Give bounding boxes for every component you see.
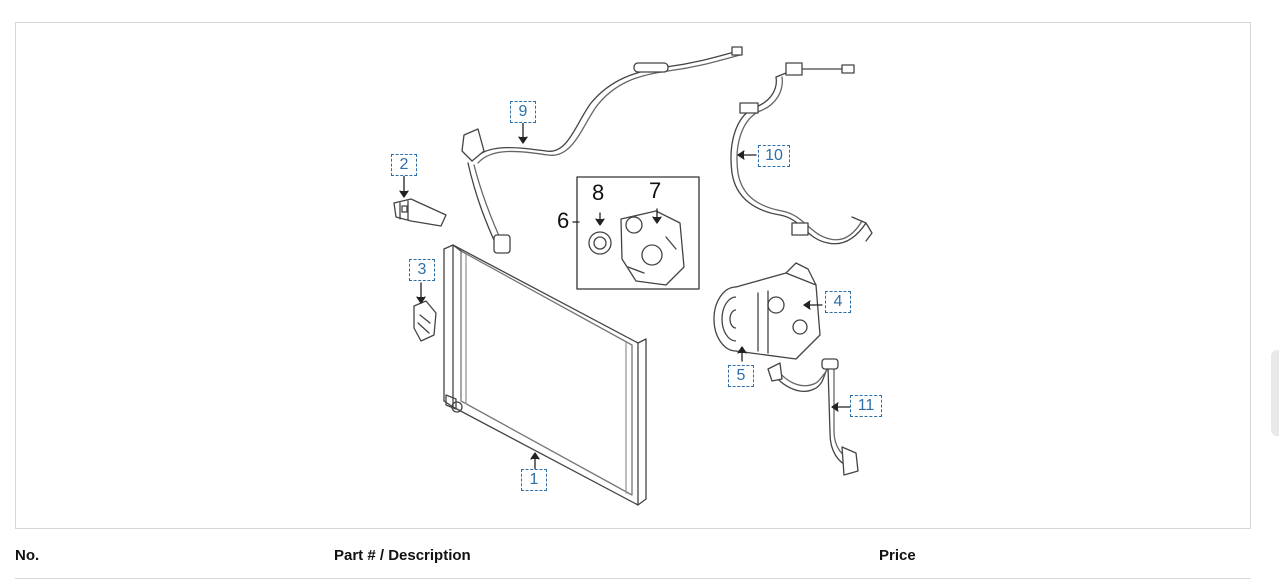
callout-2[interactable]: 2 — [391, 154, 417, 176]
bracket-2-illustration — [393, 198, 447, 227]
callout-4[interactable]: 4 — [825, 291, 851, 313]
bracket-3-illustration — [413, 300, 437, 342]
condenser-illustration — [443, 244, 647, 506]
callout-10[interactable]: 10 — [758, 145, 790, 167]
column-header-no: No. — [15, 547, 40, 564]
inset-label-7: 7 — [649, 178, 662, 203]
parts-diagram-panel: 1 2 3 4 5 9 10 11 6 8 7 — [15, 22, 1251, 529]
callout-9[interactable]: 9 — [510, 101, 536, 123]
compressor-illustration — [713, 262, 821, 360]
table-divider — [15, 578, 1251, 579]
inset-label-8: 8 — [592, 180, 605, 205]
hose-10-illustration — [730, 62, 873, 245]
callout-5[interactable]: 5 — [728, 365, 754, 387]
column-header-price: Price — [879, 547, 916, 564]
compressor-parts-inset — [572, 176, 700, 290]
hose-11-illustration — [767, 358, 859, 476]
parts-table-header: No. Part # / Description Price — [15, 544, 1251, 568]
column-header-part: Part # / Description — [334, 547, 471, 564]
side-scroll-tab[interactable] — [1271, 350, 1279, 436]
callout-3[interactable]: 3 — [409, 259, 435, 281]
callout-11[interactable]: 11 — [850, 395, 882, 417]
callout-1[interactable]: 1 — [521, 469, 547, 491]
ac-parts-diagram — [393, 46, 873, 506]
hose-9-illustration — [461, 46, 743, 254]
inset-label-6: 6 — [557, 208, 570, 233]
